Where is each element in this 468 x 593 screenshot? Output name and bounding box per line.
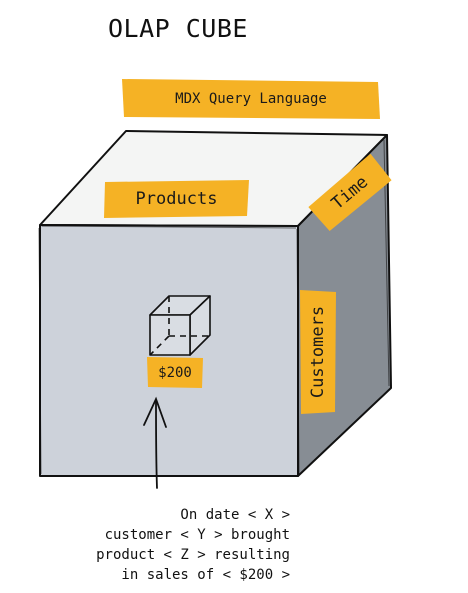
tag-background xyxy=(122,79,380,119)
products-label-text: Products xyxy=(135,189,218,209)
tag-background xyxy=(147,357,203,388)
note-line: On date < X > xyxy=(180,507,290,523)
query-explanation-note: On date < X > customer < Y > brought pro… xyxy=(40,505,290,585)
mdx-query-language-label: MDX Query Language xyxy=(122,79,380,119)
time-dimension-label: Time xyxy=(308,153,393,233)
customers-dimension-label: Customers xyxy=(300,290,336,414)
note-line: product < Z > resulting xyxy=(96,547,290,563)
mdx-label-text: MDX Query Language xyxy=(175,91,327,107)
up-arrow-icon xyxy=(143,396,167,489)
small-cube-icon xyxy=(149,295,211,356)
tag-background xyxy=(300,290,336,414)
tag-background xyxy=(104,180,249,218)
note-line: customer < Y > brought xyxy=(104,527,290,543)
cell-value-label: $200 xyxy=(147,357,203,388)
note-line: in sales of < $200 > xyxy=(121,567,290,583)
cell-value-text: $200 xyxy=(158,364,192,381)
customers-label-text: Customers xyxy=(308,305,328,399)
products-dimension-label: Products xyxy=(104,180,249,218)
diagram-title: OLAP CUBE xyxy=(108,14,248,43)
tag-background xyxy=(308,153,392,231)
